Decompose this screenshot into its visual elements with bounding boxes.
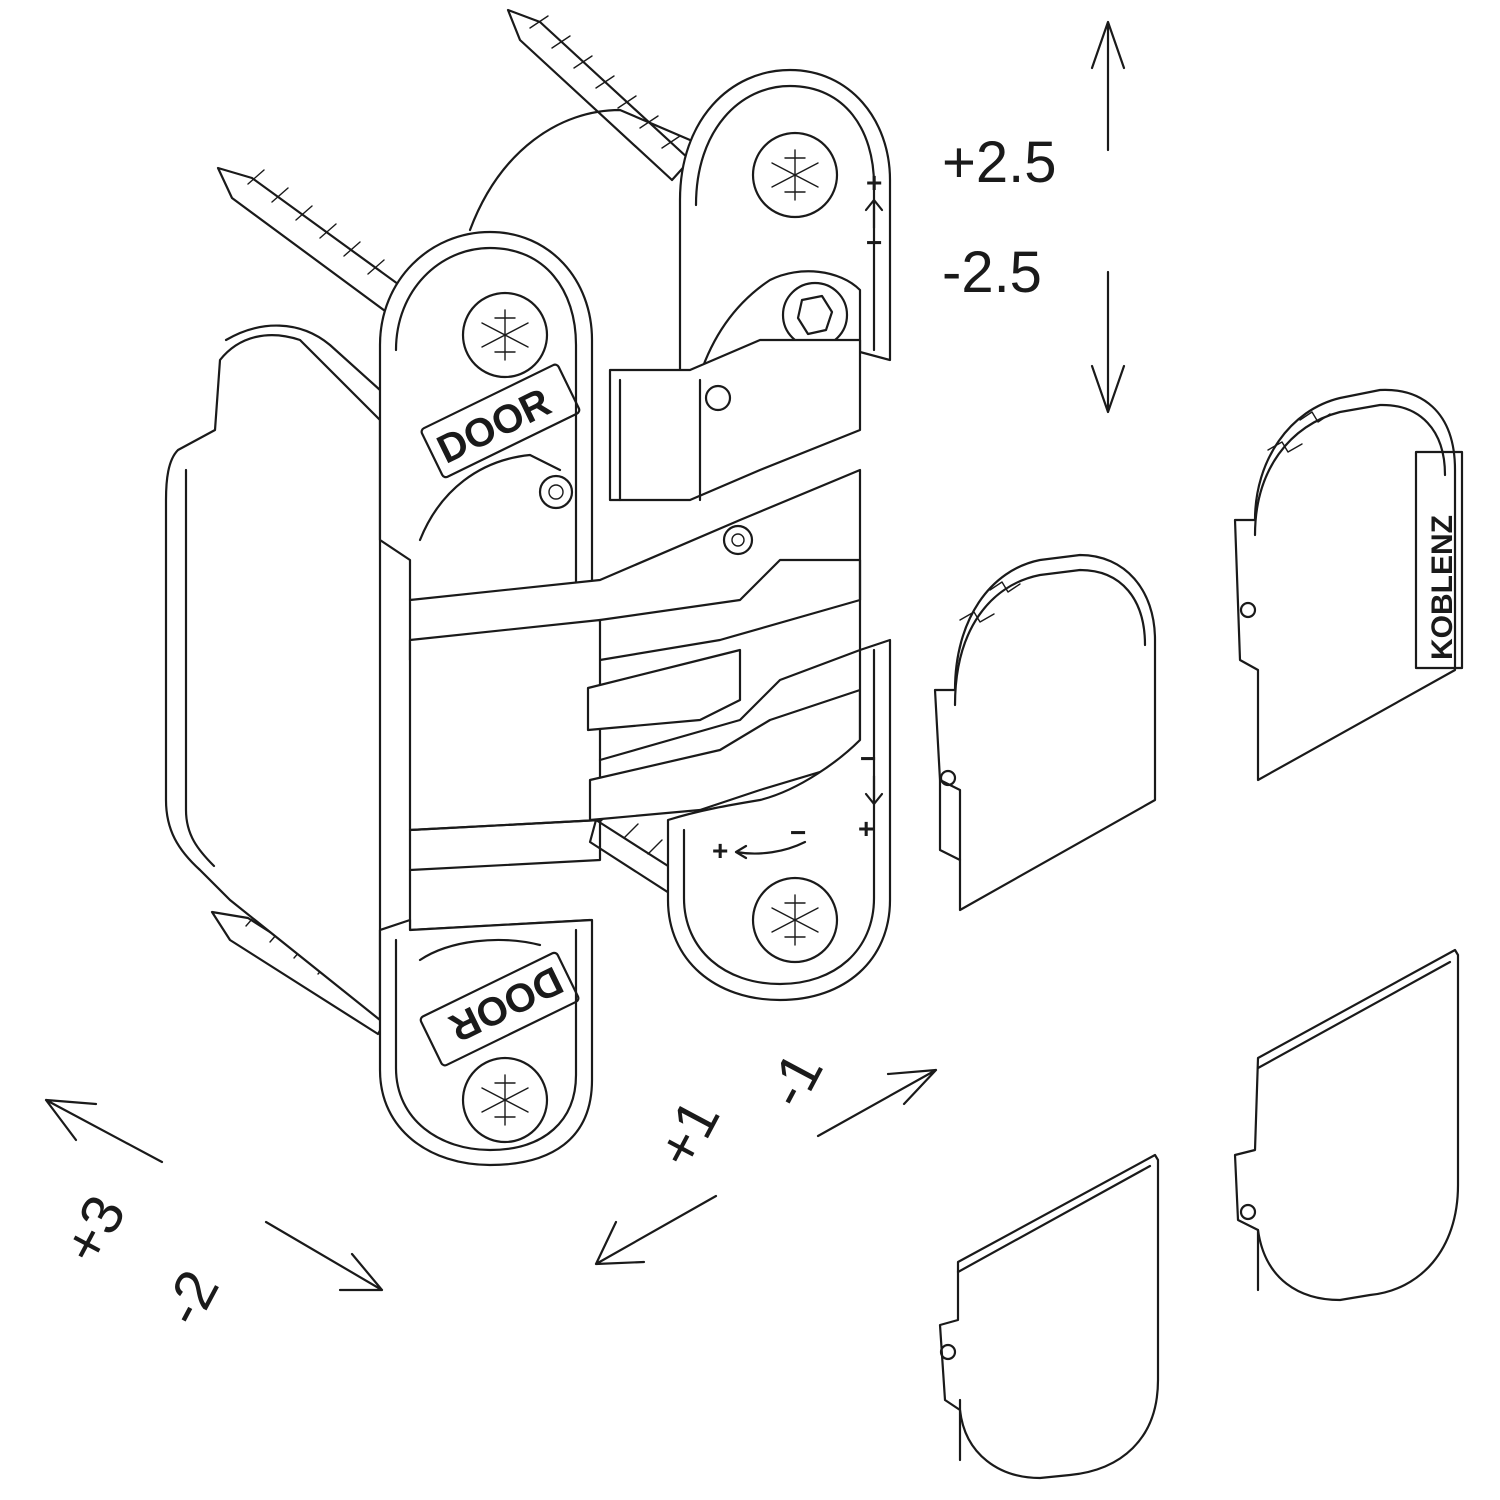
hinge-body bbox=[164, 108, 692, 1022]
screw-head-icon bbox=[461, 1056, 549, 1144]
depth-minus-value: -2 bbox=[150, 1260, 232, 1336]
lateral-minus-value: -1 bbox=[754, 1042, 836, 1118]
minus-sign: − bbox=[790, 817, 806, 848]
plus-sign: + bbox=[712, 835, 728, 866]
dimension-depth: +3 -2 bbox=[44, 1098, 384, 1336]
arrow-down-icon bbox=[1090, 270, 1126, 414]
screw-head-icon bbox=[751, 876, 839, 964]
arrow-upright-icon bbox=[816, 1068, 938, 1138]
arrow-downright-icon bbox=[264, 1220, 384, 1292]
plus-sign: + bbox=[858, 813, 874, 844]
brand-frame bbox=[1414, 450, 1464, 670]
depth-plus-value: +3 bbox=[50, 1185, 138, 1274]
brand-label: KOBLENZ bbox=[1426, 515, 1459, 660]
dimension-lateral: +1 -1 bbox=[594, 1042, 938, 1266]
cover-caps: KOBLENZ bbox=[933, 388, 1464, 1480]
arrow-down-icon bbox=[864, 774, 884, 806]
cover-cap-2: KOBLENZ bbox=[1233, 388, 1464, 782]
screw-head-icon bbox=[461, 291, 549, 379]
arrow-lateral-icon bbox=[734, 840, 807, 860]
minus-sign: − bbox=[860, 743, 876, 774]
arrow-up-icon bbox=[1090, 20, 1126, 152]
arrow-upleft-icon bbox=[44, 1098, 164, 1164]
screw-top-back bbox=[506, 8, 692, 182]
door-label-frame bbox=[419, 951, 580, 1067]
hinge-arms bbox=[408, 338, 862, 932]
plate-bottom-front: DOOR bbox=[378, 918, 594, 1167]
arrow-up-icon bbox=[864, 198, 884, 230]
arrow-downleft-icon bbox=[594, 1194, 718, 1266]
plate-bottom-back: − + + − bbox=[666, 638, 892, 1002]
minus-sign: − bbox=[866, 227, 882, 258]
cover-cap-4 bbox=[1233, 948, 1460, 1302]
dimension-vertical: +2.5 -2.5 bbox=[942, 20, 1126, 414]
plus-sign: + bbox=[866, 167, 882, 198]
screw-head-icon bbox=[751, 131, 839, 219]
cover-cap-1 bbox=[933, 553, 1157, 912]
lateral-plus-value: +1 bbox=[644, 1089, 732, 1178]
plate-top-front: DOOR bbox=[378, 230, 594, 602]
plate-top-back: + − bbox=[678, 68, 892, 382]
vertical-plus-value: +2.5 bbox=[942, 130, 1057, 195]
vertical-minus-value: -2.5 bbox=[942, 240, 1042, 305]
door-label-frame bbox=[420, 363, 581, 479]
cover-cap-3 bbox=[938, 1153, 1160, 1480]
